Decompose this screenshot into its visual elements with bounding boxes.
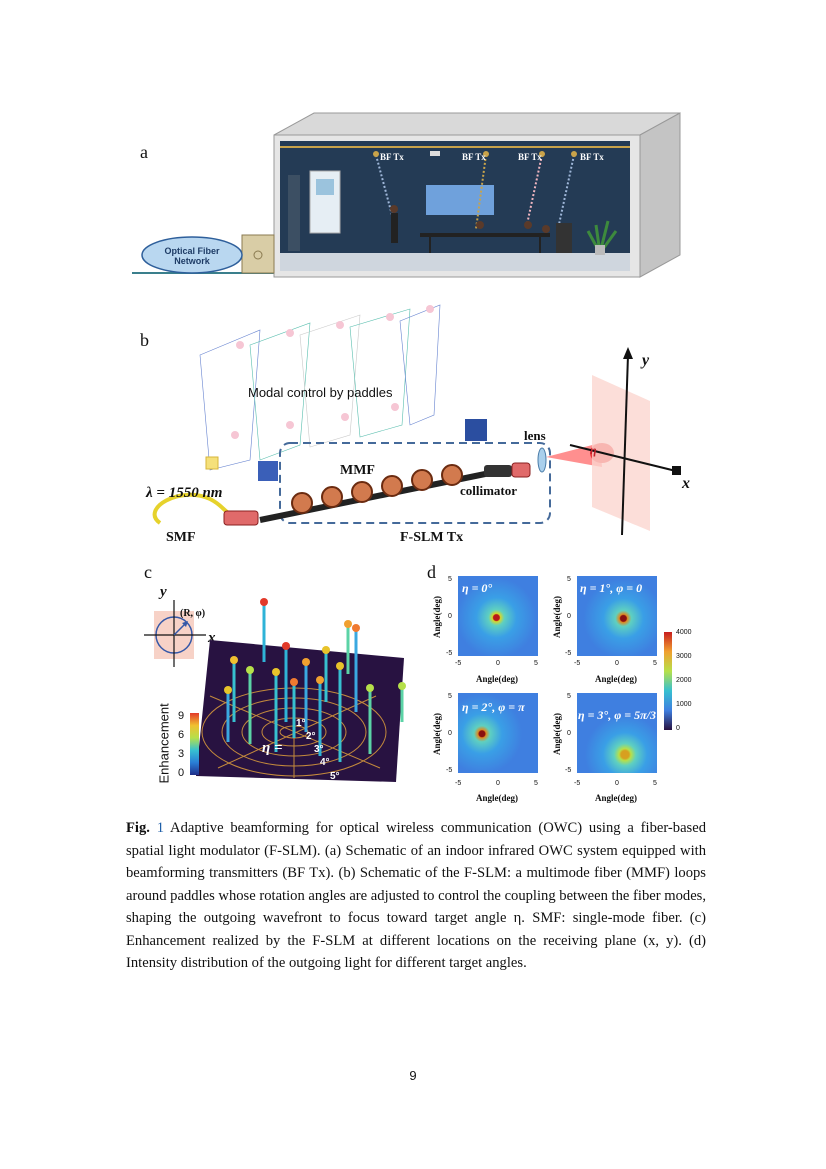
ring-label: 2°	[306, 731, 316, 742]
x-tick: -5	[574, 780, 581, 787]
axis-y-label: y	[642, 352, 650, 369]
bf-tx-label: BF Tx	[518, 152, 542, 162]
intensity-tile	[577, 693, 657, 773]
y-tick: -5	[446, 767, 453, 774]
ring-label: 5°	[330, 771, 340, 782]
caption-fig-number: 1	[156, 820, 165, 836]
figure-caption: Fig. 1 Adaptive beamforming for optical …	[126, 817, 706, 975]
x-tick: -5	[455, 660, 462, 667]
x-axis-label: Angle(deg)	[476, 674, 518, 684]
page-number: 9	[409, 1068, 417, 1083]
colorbar-tick: 2000	[676, 677, 692, 684]
fslm-label: F-SLM Tx	[400, 530, 464, 545]
x-tick: 0	[615, 780, 619, 787]
x-tick: -5	[455, 780, 462, 787]
mmf-label: MMF	[340, 463, 375, 478]
panel-c-axis-y: y	[160, 584, 167, 600]
y-axis-label: Angle(deg)	[432, 713, 442, 755]
y-tick: -5	[565, 650, 572, 657]
eta-ring-label: η =	[262, 740, 283, 756]
colorbar-tick: 9	[178, 710, 185, 722]
collimator-label: collimator	[460, 483, 518, 498]
colorbar-tick: 3000	[676, 653, 692, 660]
panel-c-axis-x: x	[208, 630, 216, 646]
colorbar-tick: 3	[178, 748, 185, 760]
intensity-tile	[577, 576, 657, 656]
y-tick: 0	[448, 730, 452, 737]
ring-label: 1°	[296, 718, 306, 729]
y-tick: 5	[448, 693, 452, 700]
colorbar-tick: 0	[676, 725, 680, 732]
bf-tx-label: BF Tx	[462, 152, 486, 162]
tile-label: η = 1°, φ = 0	[580, 581, 643, 595]
panel-b-fslm-schematic	[152, 304, 681, 536]
tile-label: η = 2°, φ = π	[462, 700, 525, 714]
polar-label: (R, φ)	[180, 608, 206, 619]
y-axis-label: Angle(deg)	[432, 596, 442, 638]
x-tick: 5	[534, 660, 538, 667]
smf-label: SMF	[166, 530, 196, 545]
lens-label: lens	[524, 428, 546, 443]
x-tick: 0	[496, 780, 500, 787]
y-tick: 5	[567, 693, 571, 700]
x-tick: -5	[574, 660, 581, 667]
panel-d-colorbar	[664, 632, 672, 730]
intensity-tile	[458, 693, 538, 773]
y-tick: 5	[448, 576, 452, 583]
x-tick: 5	[653, 780, 657, 787]
panel-c-letter: c	[144, 562, 152, 582]
bf-tx-label: BF Tx	[380, 152, 404, 162]
colorbar-tick: 6	[178, 729, 185, 741]
tile-label: η = 3°, φ = 5π/3	[578, 708, 656, 722]
x-axis-label: Angle(deg)	[595, 793, 637, 803]
x-tick: 0	[615, 660, 619, 667]
y-axis-label: Angle(deg)	[552, 713, 562, 755]
panel-b-letter: b	[140, 330, 149, 350]
cloud-label: Optical Fiber Network	[164, 246, 220, 266]
colorbar-tick: 0	[178, 767, 185, 779]
panel-d-letter: d	[427, 562, 436, 582]
y-tick: 0	[448, 613, 452, 620]
caption-text: Adaptive beamforming for optical wireles…	[126, 820, 707, 971]
y-tick: 0	[567, 730, 571, 737]
modal-control-label: Modal control by paddles	[248, 385, 393, 400]
bf-tx-label: BF Tx	[580, 152, 604, 162]
panel-c-enhancement-plot	[196, 598, 406, 782]
panel-c-colorbar	[190, 713, 199, 775]
y-tick: 0	[567, 613, 571, 620]
wavelength-label: λ = 1550 nm	[146, 485, 223, 501]
panel-a-office-illustration	[132, 112, 681, 278]
caption-fig-prefix: Fig.	[126, 820, 150, 836]
panel-a-letter: a	[140, 142, 148, 162]
ring-label: 4°	[320, 757, 330, 768]
colorbar-tick: 4000	[676, 629, 692, 636]
y-tick: -5	[565, 767, 572, 774]
x-tick: 0	[496, 660, 500, 667]
x-tick: 5	[653, 660, 657, 667]
x-axis-label: Angle(deg)	[476, 793, 518, 803]
eta-label: η	[590, 443, 597, 457]
y-axis-label: Angle(deg)	[552, 596, 562, 638]
x-tick: 5	[534, 780, 538, 787]
y-tick: 5	[567, 576, 571, 583]
axis-x-label: x	[682, 475, 690, 492]
panel-c-polar-inset	[144, 600, 206, 667]
colorbar-tick: 1000	[676, 701, 692, 708]
intensity-tile	[458, 576, 538, 656]
y-tick: -5	[446, 650, 453, 657]
ring-label: 3°	[314, 744, 324, 755]
x-axis-label: Angle(deg)	[595, 674, 637, 684]
tile-label: η = 0°	[462, 581, 493, 595]
colorbar-title: Enhancement	[156, 703, 172, 784]
